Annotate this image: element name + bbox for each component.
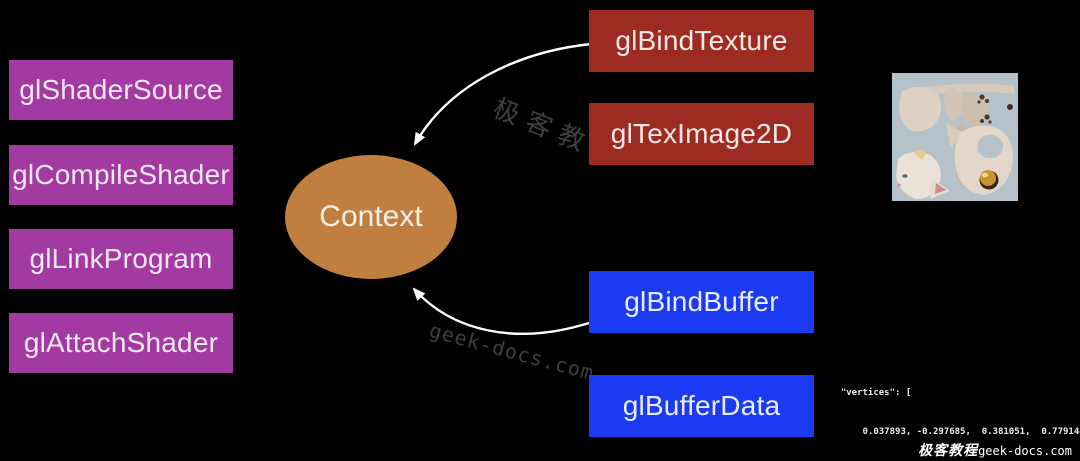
box-glcompileshader: glCompileShader: [9, 145, 233, 205]
code-line: 0.037893, -0.297685, 0.381051, 0.779144: [830, 426, 1080, 437]
watermark-footer: 极客教程 geek-docs.com: [918, 440, 1072, 460]
cat-texture-image: [892, 73, 1018, 201]
arrow-buffer-to-context: [412, 287, 590, 335]
watermark-footer-en: geek-docs.com: [978, 444, 1072, 458]
box-gllinkprogram: glLinkProgram: [9, 229, 233, 289]
box-glbindtexture: glBindTexture: [589, 10, 814, 72]
box-glteximage2d: glTexImage2D: [589, 103, 814, 165]
context-label: Context: [319, 200, 423, 233]
box-glattachshader: glAttachShader: [9, 313, 233, 373]
context-ellipse: Context: [285, 155, 457, 279]
arrow-texture-to-context: [413, 42, 592, 146]
box-glbindbuffer: glBindBuffer: [589, 271, 814, 333]
code-line: "vertices": [: [830, 387, 912, 398]
vertices-code-block: "vertices": [ 0.037893, -0.297685, 0.381…: [830, 361, 1080, 461]
watermark-footer-cn: 极客教程: [918, 442, 979, 458]
box-glbufferdata: glBufferData: [589, 375, 814, 437]
box-glshadersource: glShaderSource: [9, 60, 233, 120]
